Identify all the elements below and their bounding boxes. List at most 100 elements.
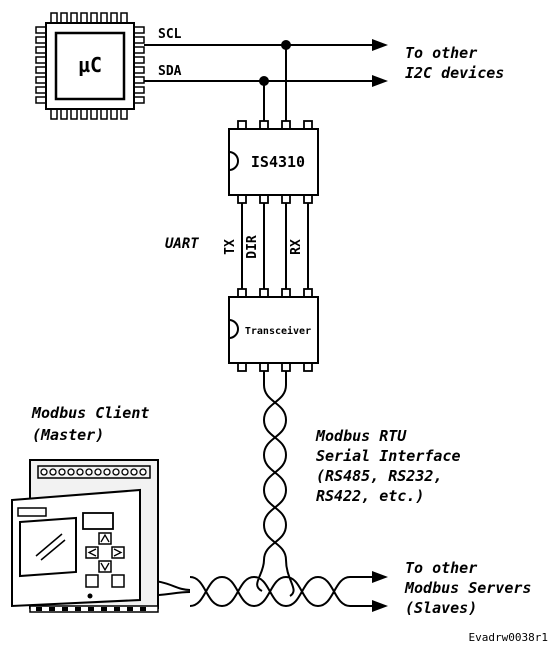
chip-pin	[303, 288, 313, 298]
chip-pin	[281, 194, 291, 204]
interface-line1: Modbus RTU	[315, 427, 407, 445]
mcu-pin	[100, 12, 108, 24]
plc-terminal	[88, 607, 94, 611]
mcu-pin	[80, 108, 88, 120]
scl-junction	[281, 40, 291, 50]
is4310-chip: IS4310	[228, 120, 319, 204]
mcu-pin	[35, 36, 47, 44]
ok-key	[111, 574, 125, 588]
mcu-pin	[60, 12, 68, 24]
i2c-bus: SCL SDA To other I2C devices	[144, 27, 504, 121]
mcu-pin	[35, 26, 47, 34]
mcu-pin	[35, 86, 47, 94]
chip-pin	[237, 120, 247, 130]
plc-terminal	[36, 607, 42, 611]
twisted-pair-vertical	[262, 371, 288, 561]
uart-label: UART	[165, 236, 199, 252]
rx-label: RX	[289, 239, 304, 255]
client-line1: Modbus Client	[31, 404, 149, 422]
chip-notch	[228, 319, 239, 339]
chip-pin	[303, 362, 313, 372]
down-key	[98, 560, 112, 573]
mcu-pin	[120, 12, 128, 24]
mcu-pin	[35, 66, 47, 74]
right-key	[111, 546, 125, 559]
chip-pin	[281, 120, 291, 130]
chip-pin	[259, 288, 269, 298]
twisted-pair-horizontal	[139, 559, 374, 608]
mcu-pin	[133, 36, 145, 44]
mcu-pin	[35, 46, 47, 54]
plc-terminal	[75, 607, 81, 611]
interface-line4: RS422, etc.)	[316, 487, 424, 505]
mcu-pin	[50, 108, 58, 120]
mcu-pin	[60, 108, 68, 120]
sda-junction	[259, 76, 269, 86]
servers-line2: Modbus Servers	[404, 579, 531, 597]
chip-pin	[281, 362, 291, 372]
mcu-pin	[133, 96, 145, 104]
plc-terminal	[139, 468, 147, 476]
scl-arrow	[372, 39, 388, 51]
mcu-pin	[90, 12, 98, 24]
dir-label: DIR	[245, 235, 260, 259]
mcu-pin	[133, 46, 145, 54]
tx-label: TX	[223, 239, 238, 255]
mcu-pin	[110, 108, 118, 120]
sda-arrow	[372, 75, 388, 87]
interface-caption: Modbus RTU Serial Interface (RS485, RS23…	[315, 427, 461, 505]
chip-pin	[259, 362, 269, 372]
plc-terminal	[67, 468, 75, 476]
plc-terminal	[103, 468, 111, 476]
plc-terminal	[127, 607, 133, 611]
chip-pin	[259, 194, 269, 204]
mcu-pin	[133, 56, 145, 64]
chip-notch	[228, 151, 239, 171]
interface-line3: (RS485, RS232,	[316, 467, 442, 485]
plc-terminal	[49, 607, 55, 611]
mcu-pin	[35, 76, 47, 84]
microcontroller-chip: µC	[35, 12, 145, 120]
interface-line2: Serial Interface	[316, 447, 461, 465]
plc-device	[11, 459, 159, 613]
client-line2: (Master)	[32, 426, 104, 444]
screen-glare	[40, 539, 66, 561]
plc-terminal	[112, 468, 120, 476]
plc-terminal	[49, 468, 57, 476]
chip-pin	[259, 120, 269, 130]
figure-id: Evadrw0038r1	[469, 631, 548, 644]
uart-bus: UART TX DIR RX	[165, 203, 309, 289]
mcu-pin	[80, 12, 88, 24]
plc-screen	[19, 516, 77, 578]
plc-keypad	[85, 532, 125, 588]
servers-line1: To other	[405, 559, 477, 577]
mcu-label: µC	[78, 53, 102, 77]
transceiver-label: Transceiver	[245, 325, 311, 337]
mcu-pin	[133, 26, 145, 34]
plc-terminal	[85, 468, 93, 476]
bus-arrow-lower	[372, 600, 388, 612]
screen-glare	[35, 533, 63, 557]
mcu-pin	[133, 86, 145, 94]
mcu-pin	[35, 96, 47, 104]
chip-pin	[237, 288, 247, 298]
mcu-pin	[70, 12, 78, 24]
esc-key	[85, 574, 99, 588]
plc-terminal	[40, 468, 48, 476]
plc-top-terminals	[40, 468, 147, 476]
is4310-label: IS4310	[251, 153, 305, 171]
plc-terminal	[121, 468, 129, 476]
chip-pin	[303, 194, 313, 204]
plc-terminal	[101, 607, 107, 611]
mcu-pin	[133, 66, 145, 74]
plc-terminal	[76, 468, 84, 476]
plc-bottom-terminals	[36, 607, 146, 611]
plc-label-plate	[17, 507, 47, 517]
plc-terminal	[94, 468, 102, 476]
mcu-pin	[35, 56, 47, 64]
mcu-pin	[100, 108, 108, 120]
mcu-pin	[133, 76, 145, 84]
mcu-pin	[110, 12, 118, 24]
chip-pin	[237, 194, 247, 204]
